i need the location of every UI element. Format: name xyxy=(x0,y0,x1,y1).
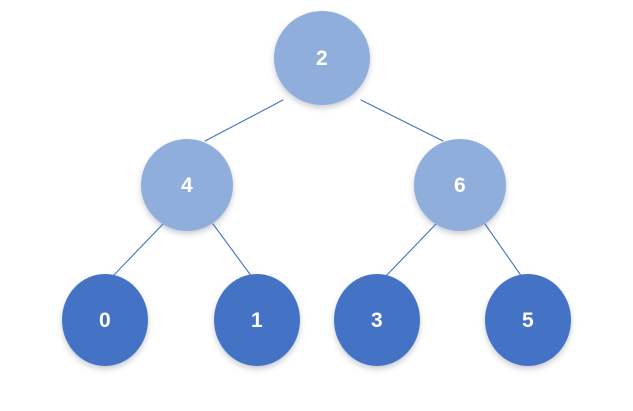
tree-node-label: 1 xyxy=(251,308,263,332)
tree-node-label: 5 xyxy=(522,308,534,332)
tree-edge xyxy=(484,223,523,278)
tree-edge xyxy=(384,223,437,278)
tree-edge xyxy=(111,223,164,278)
tree-node-label: 0 xyxy=(99,308,111,332)
tree-node-label: 3 xyxy=(371,308,383,332)
tree-node-2[interactable]: 2 xyxy=(274,11,370,105)
tree-node-4[interactable]: 4 xyxy=(141,139,233,231)
tree-edge xyxy=(212,223,253,278)
tree-node-3[interactable]: 3 xyxy=(334,274,420,366)
tree-node-1[interactable]: 1 xyxy=(214,274,300,366)
tree-edge xyxy=(204,99,284,142)
tree-node-6[interactable]: 6 xyxy=(414,139,506,231)
tree-node-label: 4 xyxy=(181,173,193,197)
tree-edge xyxy=(360,99,444,142)
tree-node-label: 2 xyxy=(316,46,328,70)
tree-node-label: 6 xyxy=(454,173,466,197)
tree-node-5[interactable]: 5 xyxy=(485,274,571,366)
tree-node-0[interactable]: 0 xyxy=(62,274,148,366)
